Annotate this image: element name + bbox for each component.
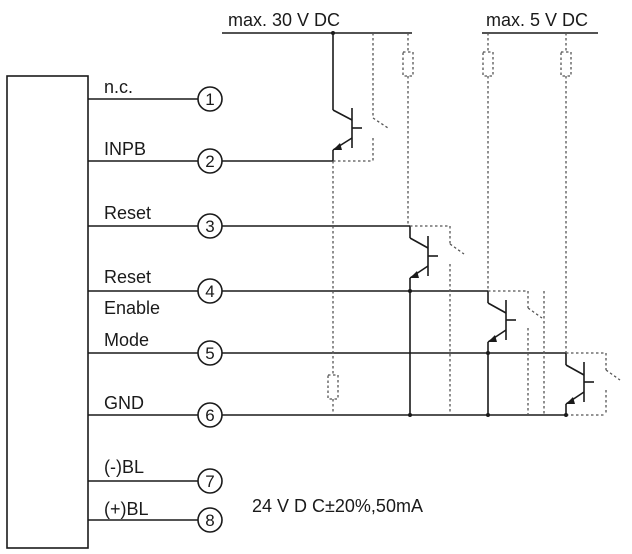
switch-1: [333, 33, 389, 162]
svg-text:7: 7: [205, 472, 214, 491]
junction-dot: [408, 289, 412, 293]
resistor-4-top: [560, 33, 572, 353]
svg-text:2: 2: [205, 152, 214, 171]
pin-label-4: Reset: [104, 267, 151, 287]
supply-label-30v: max. 30 V DC: [228, 10, 340, 30]
svg-text:8: 8: [205, 511, 214, 530]
junction-dot: [408, 413, 412, 417]
pin-label-1: n.c.: [104, 77, 133, 97]
terminal-8: 8: [197, 507, 223, 533]
svg-text:4: 4: [205, 282, 214, 301]
pin-label-3: Reset: [104, 203, 151, 223]
resistor-gnd: [327, 161, 339, 415]
device-block: [6, 75, 89, 549]
pin-label-7: (-)BL: [104, 457, 144, 477]
transistor-4: [565, 353, 594, 415]
svg-text:3: 3: [205, 217, 214, 236]
terminal-5: 5: [197, 340, 223, 366]
terminal-6: 6: [197, 402, 223, 428]
terminal-4: 4: [197, 278, 223, 304]
resistor-1-top: [402, 33, 414, 226]
junction-dot: [564, 413, 568, 417]
pin-label-2: INPB: [104, 139, 146, 159]
switch-4: [566, 352, 621, 416]
svg-text:1: 1: [205, 90, 214, 109]
backlight-spec: 24 V D C±20%,50mA: [252, 496, 423, 516]
terminal-2: 2: [197, 148, 223, 174]
terminal-7: 7: [197, 468, 223, 494]
transistor-1: [332, 33, 362, 161]
switch-3: [488, 290, 543, 415]
pin-label-5: Mode: [104, 330, 149, 350]
pin-label-6: GND: [104, 393, 144, 413]
resistor-3-top: [482, 33, 494, 291]
svg-text:5: 5: [205, 344, 214, 363]
transistor-2: [409, 226, 438, 415]
pin-label-4-sub: Enable: [104, 298, 160, 318]
svg-text:6: 6: [205, 406, 214, 425]
junction-dot: [486, 351, 490, 355]
terminal-3: 3: [197, 213, 223, 239]
junction-dot: [486, 413, 490, 417]
pin-label-8: (+)BL: [104, 499, 149, 519]
junction-dot: [331, 31, 335, 35]
switch-2: [410, 225, 465, 415]
supply-label-5v: max. 5 V DC: [486, 10, 588, 30]
terminal-1: 1: [197, 86, 223, 112]
